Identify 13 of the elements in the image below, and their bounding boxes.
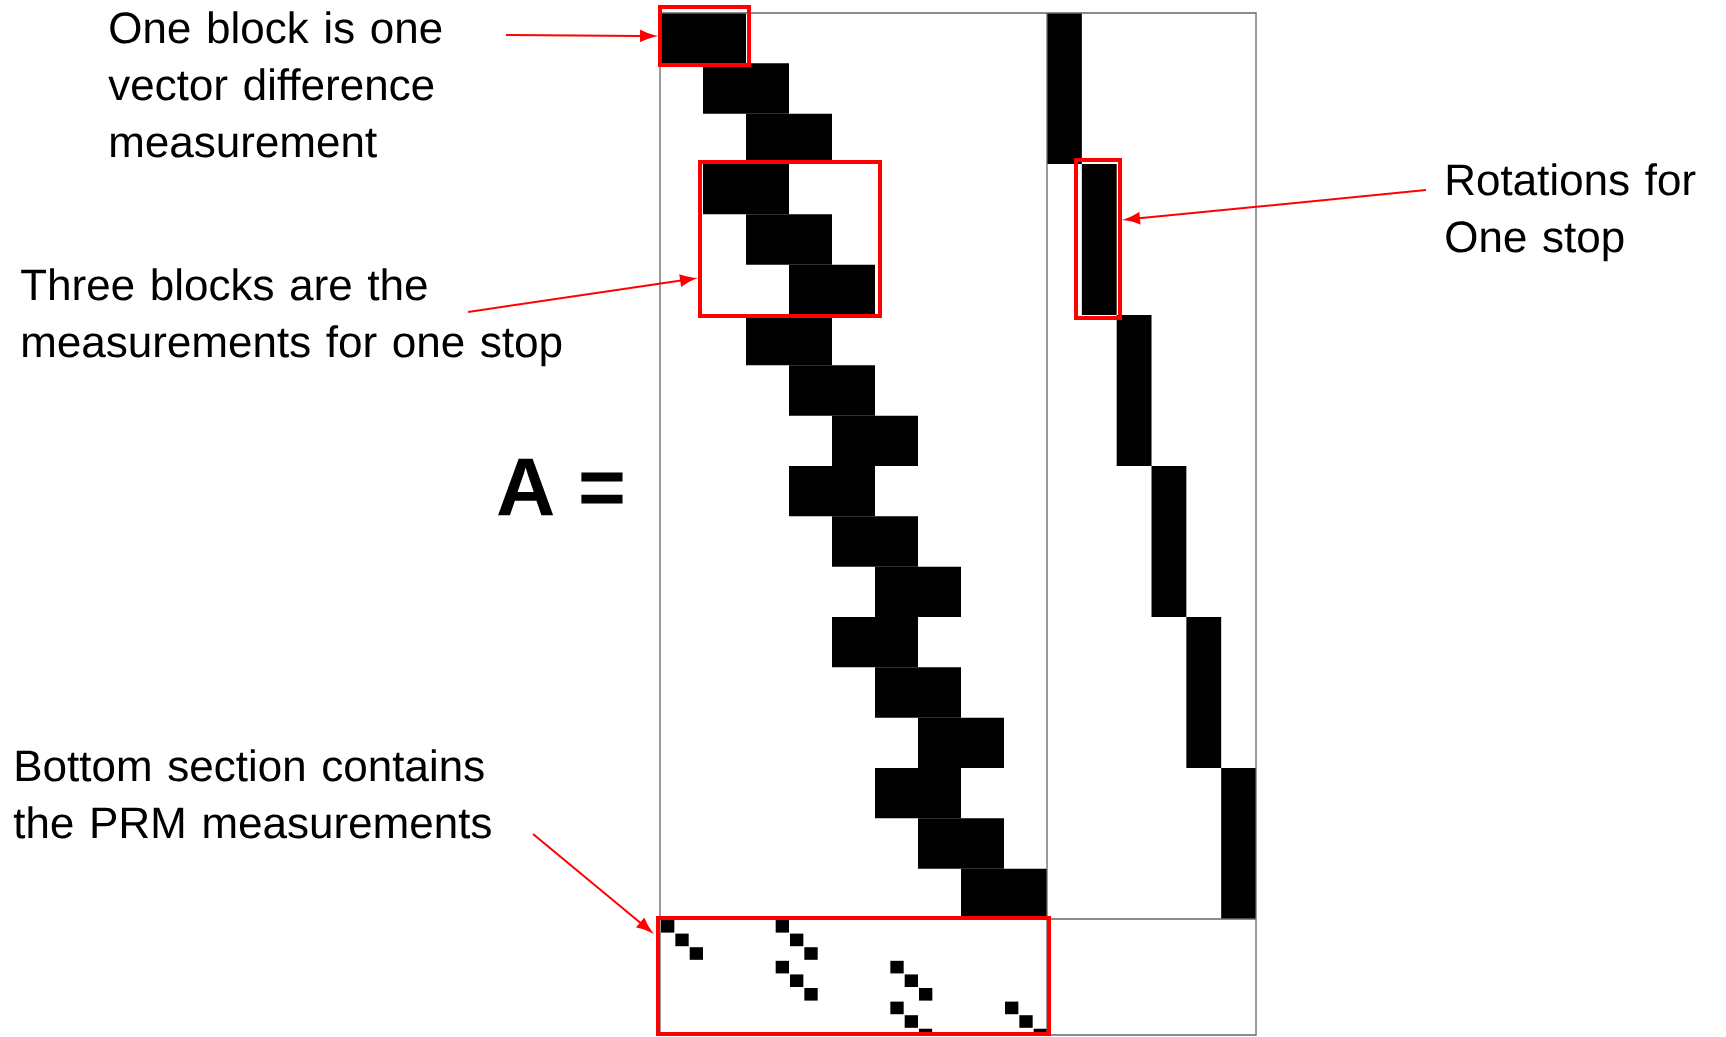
annotation-text: One block is one vector difference measurement — [108, 11, 442, 158]
highlight-box — [656, 916, 1051, 1036]
annotation-text: Rotations for One stop — [1446, 163, 1696, 262]
annotation-text: Three blocks are the measurements for one stop — [21, 268, 562, 367]
annotation-text: Bottom section contains the PRM measurements — [13, 749, 491, 839]
equation-label: A = — [498, 458, 623, 516]
highlight-box — [698, 160, 882, 318]
arrow — [1125, 189, 1427, 225]
highlight-box — [658, 5, 751, 67]
arrow — [505, 30, 655, 42]
highlight-box — [1074, 158, 1122, 320]
arrow — [532, 833, 652, 933]
arrow — [467, 274, 695, 313]
